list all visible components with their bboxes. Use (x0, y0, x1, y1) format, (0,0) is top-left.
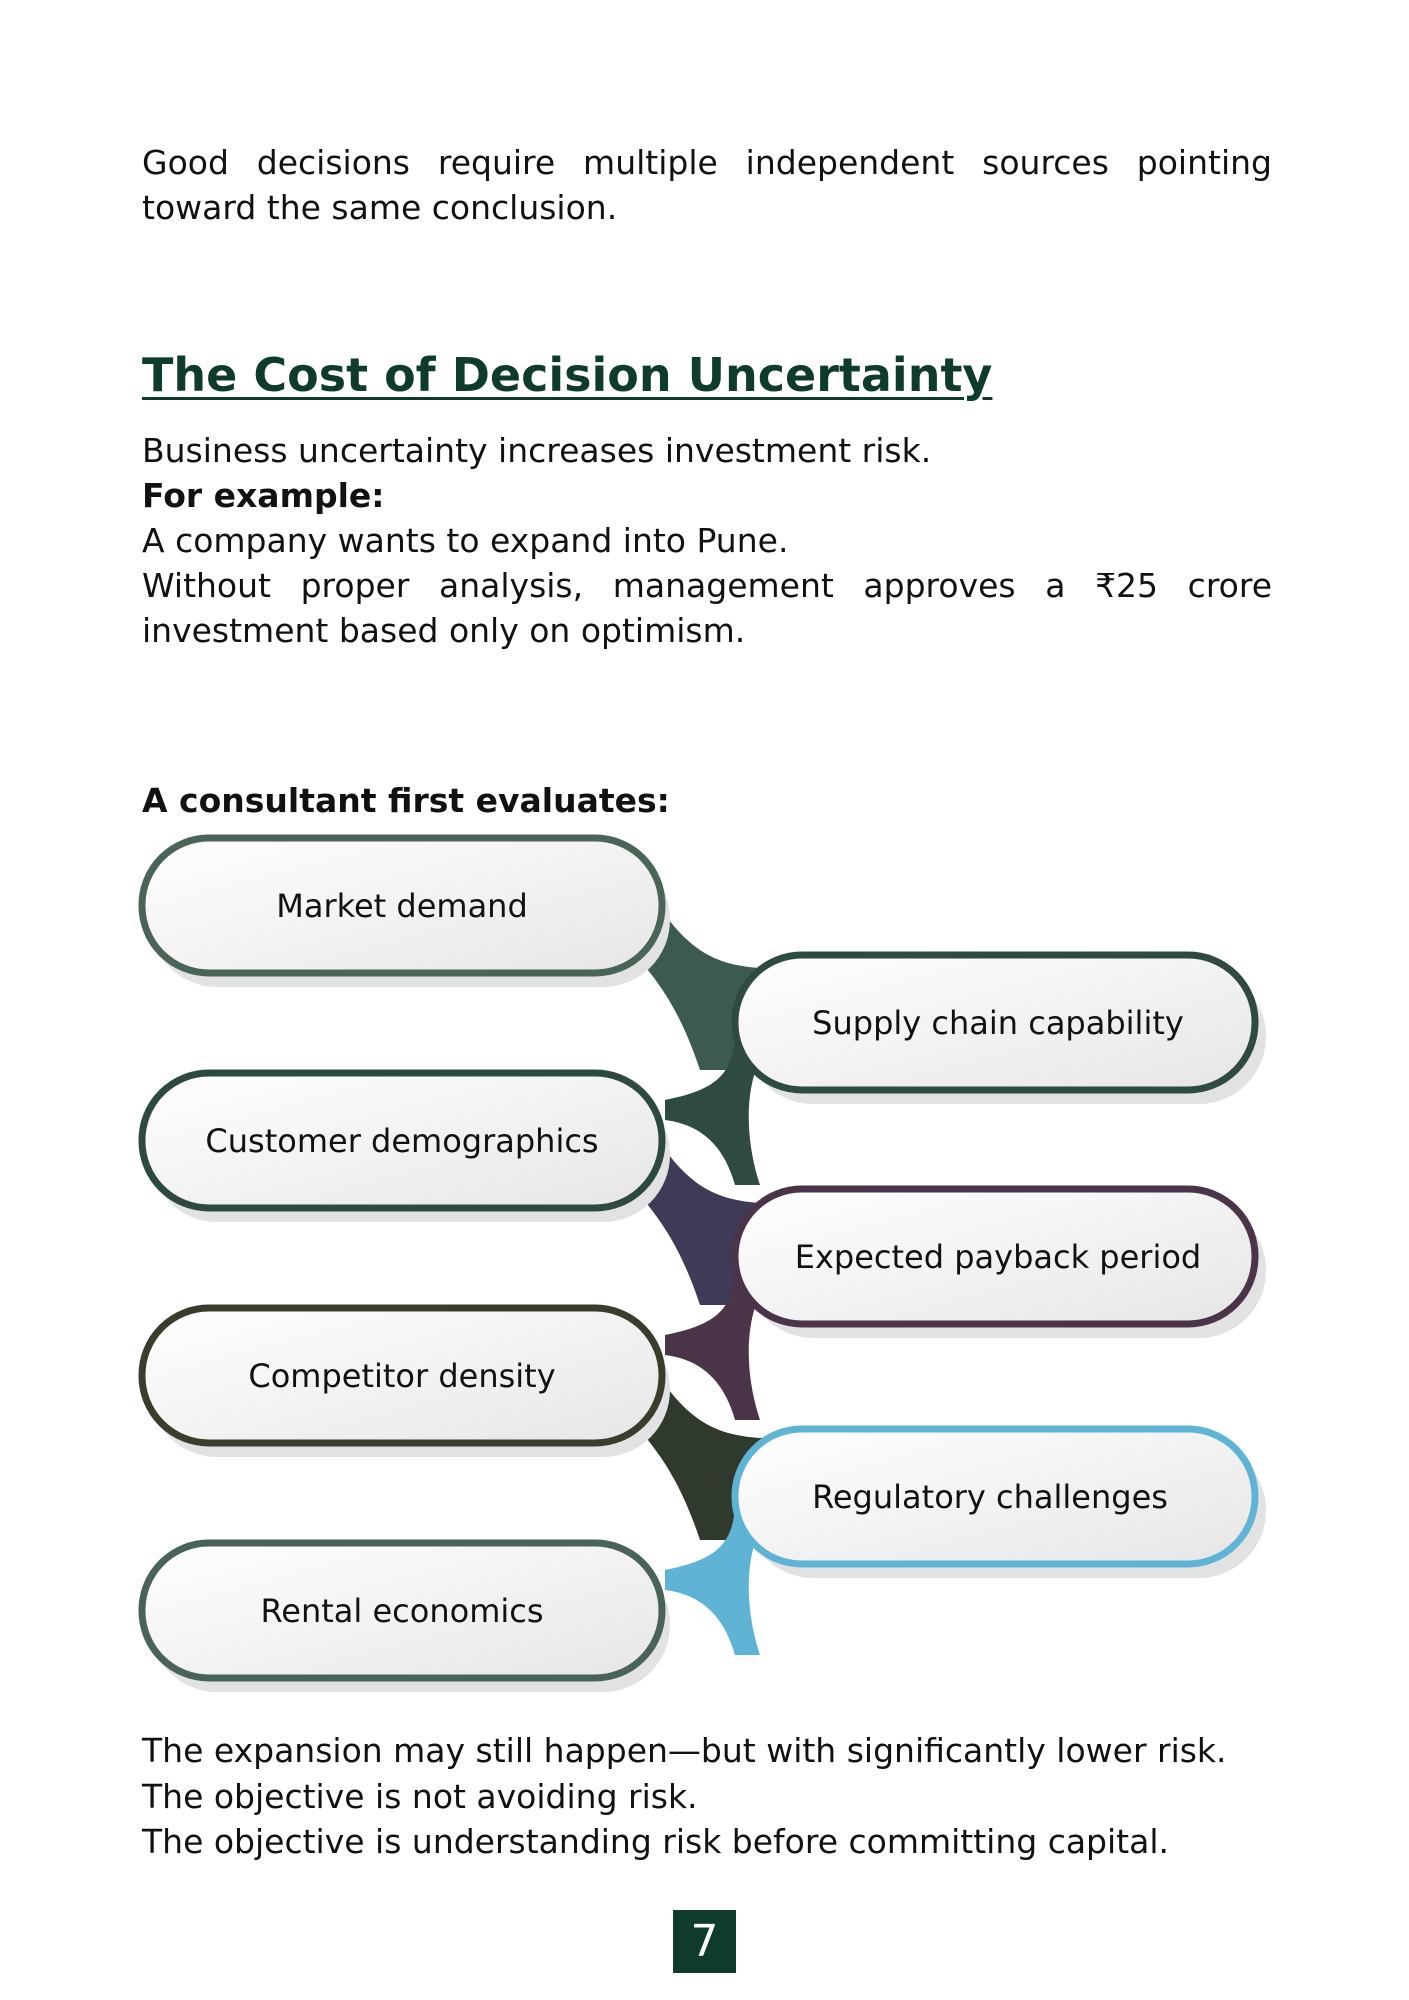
section-title: The Cost of Decision Uncertainty (142, 348, 993, 402)
connector-6 (665, 1500, 760, 1655)
pill-rental-economics: Rental economics (138, 1539, 670, 1692)
section-line-3: Without proper analysis, management appr… (142, 566, 1272, 605)
pill-label-competitor-density: Competitor density (248, 1357, 555, 1395)
pill-customer-demographics: Customer demographics (138, 1069, 670, 1222)
intro-paragraph: Good decisions require multiple independ… (142, 140, 1272, 185)
connector-2 (665, 1030, 760, 1185)
evaluation-diagram: Market demand Customer demographics Comp… (138, 834, 1266, 1692)
pill-label-supply-chain: Supply chain capability (812, 1004, 1184, 1042)
section-paragraph-justified: Without proper analysis, management appr… (142, 563, 1272, 608)
pill-label-regulatory: Regulatory challenges (812, 1478, 1168, 1516)
closing-line-3: The objective is understanding risk befo… (142, 1822, 1169, 1861)
intro-line-1: Good decisions require multiple independ… (142, 143, 1272, 182)
pill-competitor-density: Competitor density (138, 1304, 670, 1457)
pill-payback-period: Expected payback period (731, 1185, 1266, 1338)
pill-regulatory: Regulatory challenges (731, 1425, 1266, 1578)
pill-label-market-demand: Market demand (276, 887, 528, 925)
intro-paragraph-end: toward the same conclusion. (142, 185, 1272, 230)
section-line-1: Business uncertainty increases investmen… (142, 431, 932, 470)
pill-market-demand: Market demand (138, 834, 670, 987)
page-number: 7 (673, 1910, 736, 1973)
closing-paragraph: The expansion may still happen—but with … (142, 1728, 1272, 1865)
pill-label-customer-demographics: Customer demographics (205, 1122, 598, 1160)
section-paragraph: Business uncertainty increases investmen… (142, 428, 1272, 563)
evaluates-heading: A consultant first evaluates: (142, 781, 670, 820)
connector-5 (640, 1370, 790, 1540)
intro-line-2: toward the same conclusion. (142, 188, 618, 227)
section-line-4: investment based only on optimism. (142, 611, 746, 650)
example-label: For example: (142, 476, 385, 515)
connector-1 (640, 900, 790, 1070)
section-paragraph-end: investment based only on optimism. (142, 608, 1272, 653)
connector-4 (665, 1265, 760, 1420)
connector-3 (640, 1135, 790, 1305)
closing-line-1: The expansion may still happen—but with … (142, 1731, 1227, 1770)
pill-label-payback-period: Expected payback period (795, 1238, 1201, 1276)
section-line-2: A company wants to expand into Pune. (142, 521, 789, 560)
pill-label-rental-economics: Rental economics (260, 1592, 543, 1630)
pill-supply-chain: Supply chain capability (731, 951, 1266, 1104)
closing-line-2: The objective is not avoiding risk. (142, 1776, 698, 1816)
